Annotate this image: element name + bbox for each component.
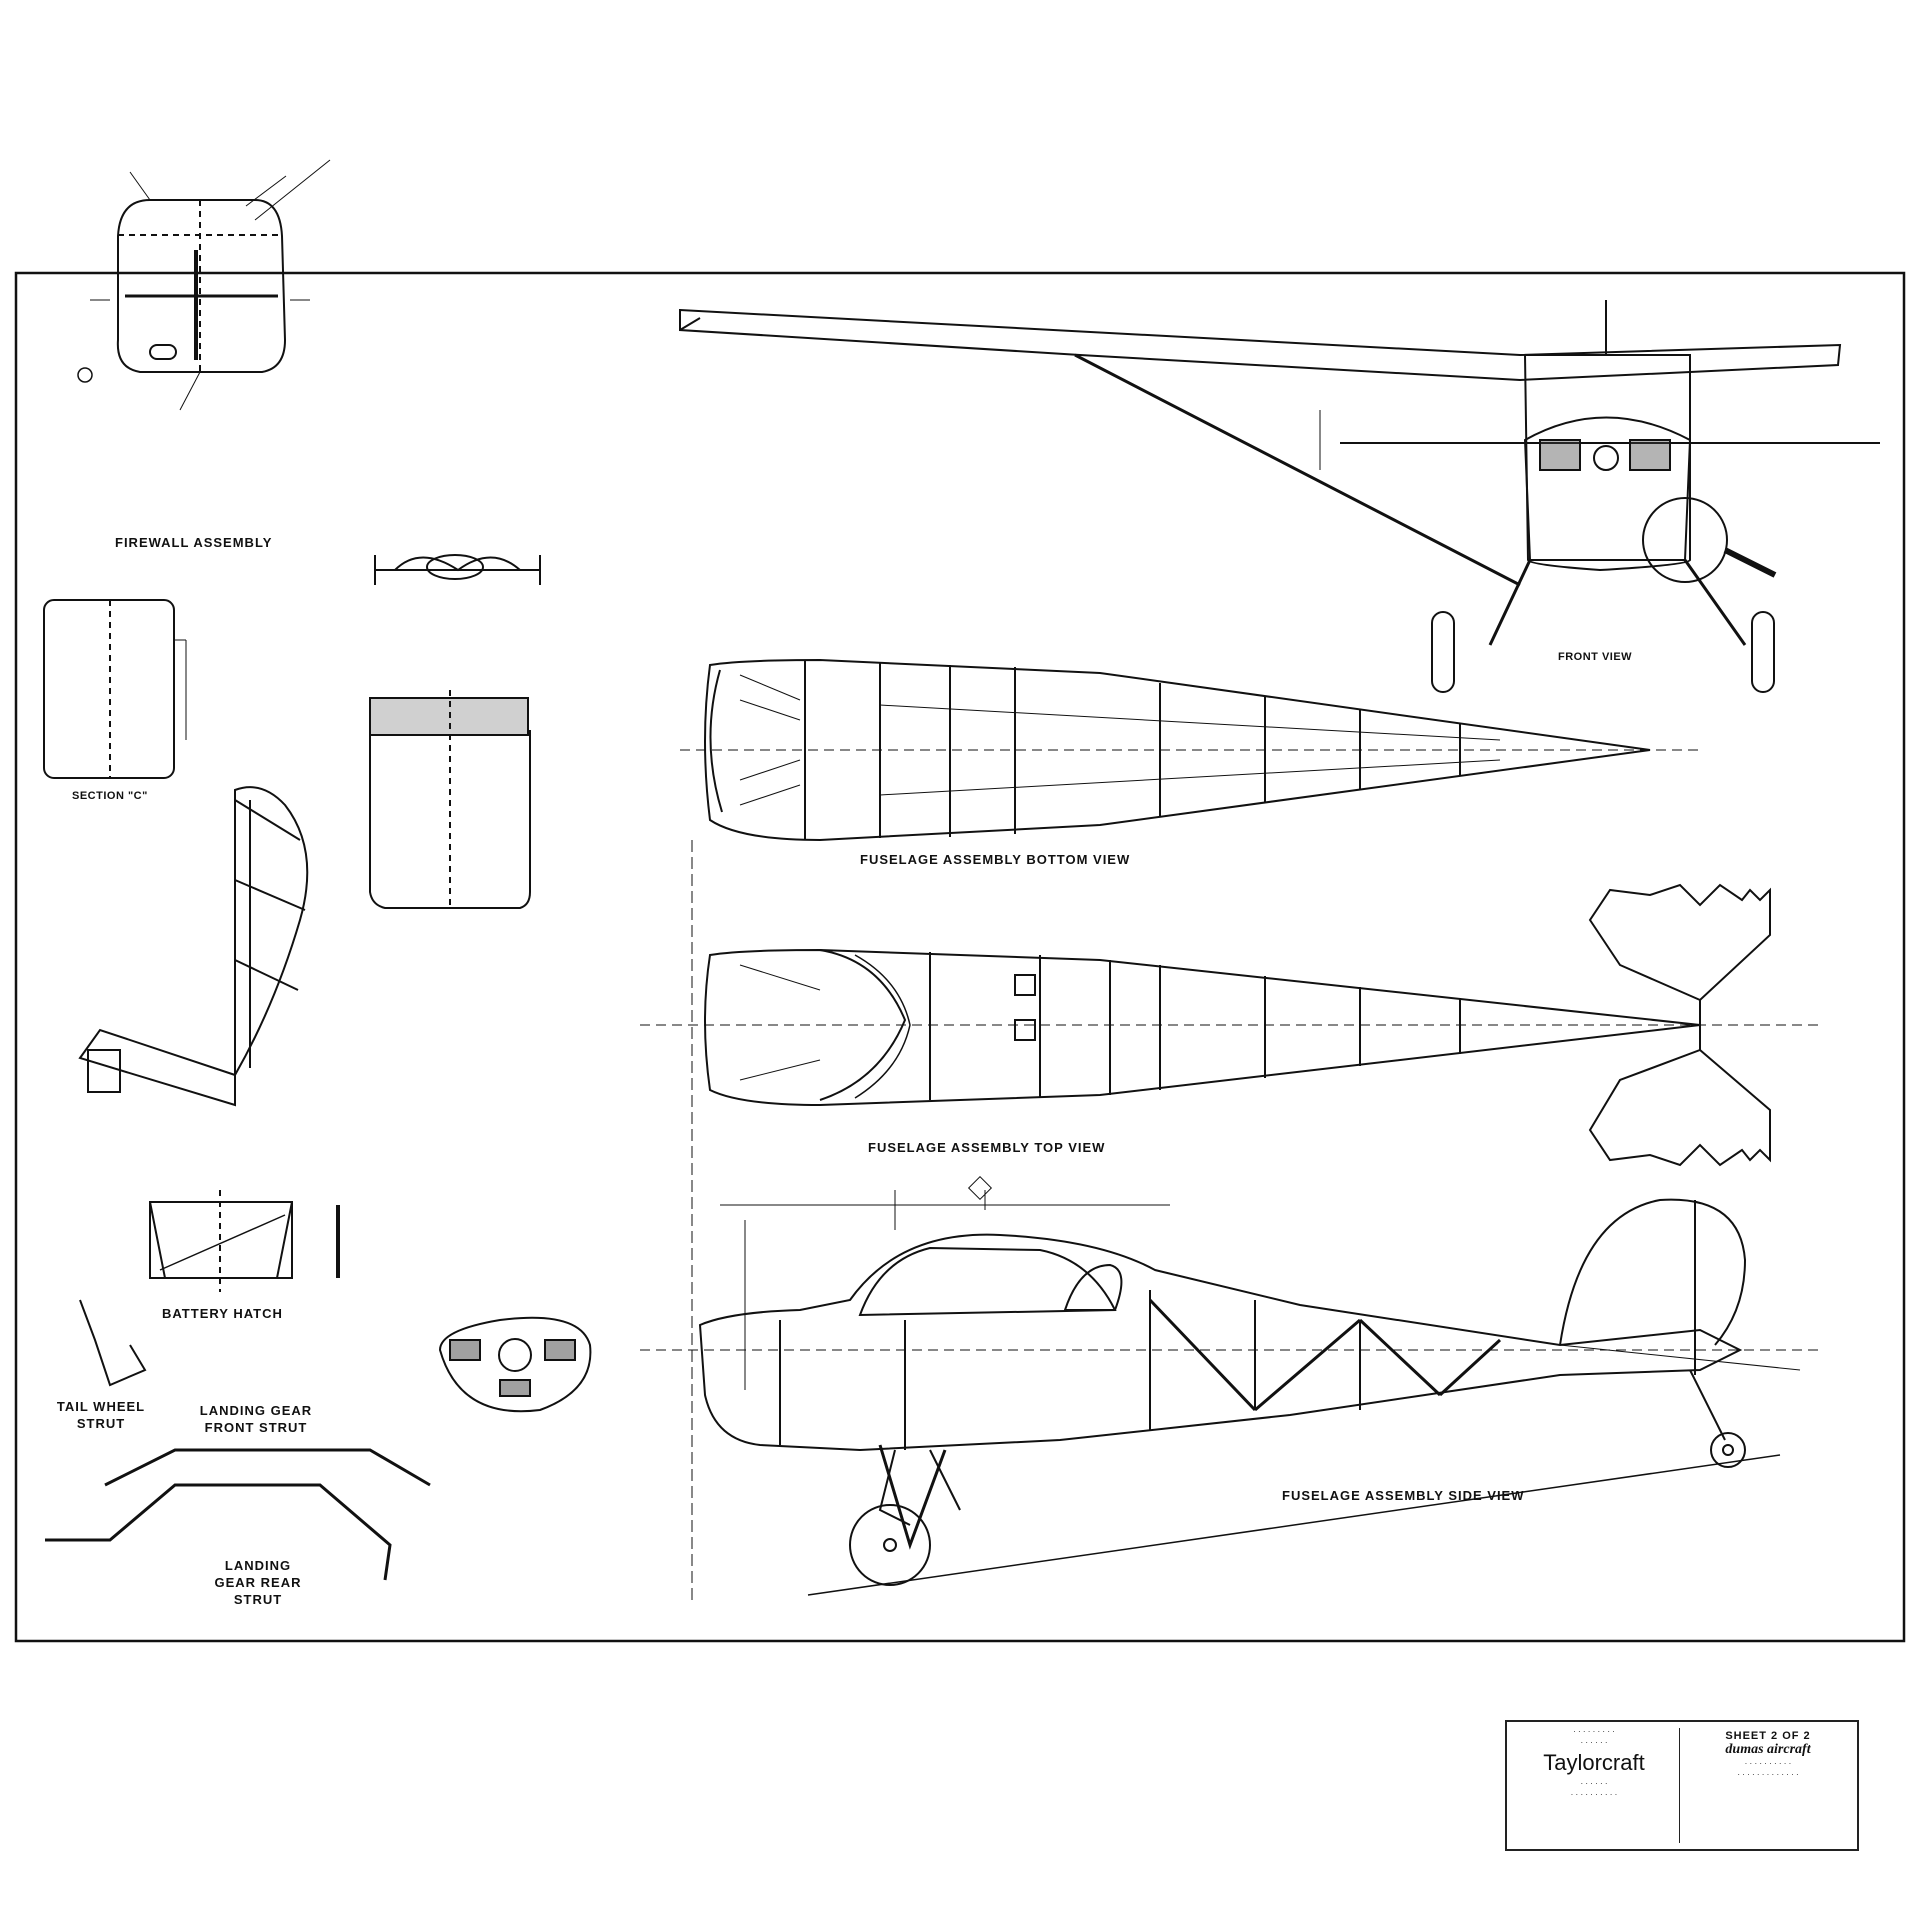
tb-scribble-6: · · · · · · · · · · · · · [1737,1770,1799,1779]
battery-hatch-drawing [149,1190,340,1292]
label-top-view: FUSELAGE ASSEMBLY TOP VIEW [868,1140,1106,1155]
label-bottom-view: FUSELAGE ASSEMBLY BOTTOM VIEW [860,852,1131,867]
label-side-view: FUSELAGE ASSEMBLY SIDE VIEW [1282,1488,1525,1503]
front-view-drawing [679,300,1880,693]
sheet-border [14,271,1906,1643]
tb-scribble-5: · · · · · · · · · · [1744,1759,1792,1768]
rudder-drawing [78,786,309,1107]
fuselage-section-drawing [369,690,531,909]
company-name: dumas aircraft [1725,1742,1811,1757]
bottom-view-drawing [680,658,1700,842]
title-block: · · · · · · · · · · · · · · · Taylorcraf… [1505,1720,1859,1851]
tb-scribble-2: · · · · · · [1580,1738,1608,1747]
top-view-drawing [640,883,1820,1167]
cowl-front-drawing [438,1316,592,1413]
label-section-c: SECTION "C" [72,790,148,802]
rear-strut-drawing [45,1483,392,1581]
label-rear-strut: LANDING GEAR REAR STRUT [214,1558,302,1607]
section-c-drawing [43,599,187,779]
label-battery-hatch: BATTERY HATCH [162,1306,283,1321]
tail-wheel-strut-drawing [79,1299,147,1387]
firewall-drawing [116,199,287,373]
tb-scribble-1: · · · · · · · · · [1573,1727,1615,1736]
title-block-divider [1679,1728,1680,1843]
title-block-left: · · · · · · · · · · · · · · · Taylorcraf… [1513,1726,1675,1800]
label-front-strut: LANDING GEAR FRONT STRUT [199,1403,313,1435]
side-view-drawing [640,1175,1820,1596]
tb-scribble-3: · · · · · · [1580,1779,1608,1788]
label-tail-wheel-strut: TAIL WHEEL STRUT [56,1399,146,1431]
aircraft-name: Taylorcraft [1543,1750,1645,1775]
title-block-right: SHEET 2 OF 2 dumas aircraft · · · · · · … [1685,1726,1851,1780]
sheet-number: SHEET 2 OF 2 [1725,1730,1811,1742]
cross-section-drawing [374,554,541,585]
label-front-view: FRONT VIEW [1558,651,1633,663]
front-strut-drawing [104,1448,431,1487]
label-firewall-assembly: FIREWALL ASSEMBLY [115,535,273,550]
tb-scribble-4: · · · · · · · · · · [1570,1790,1618,1799]
